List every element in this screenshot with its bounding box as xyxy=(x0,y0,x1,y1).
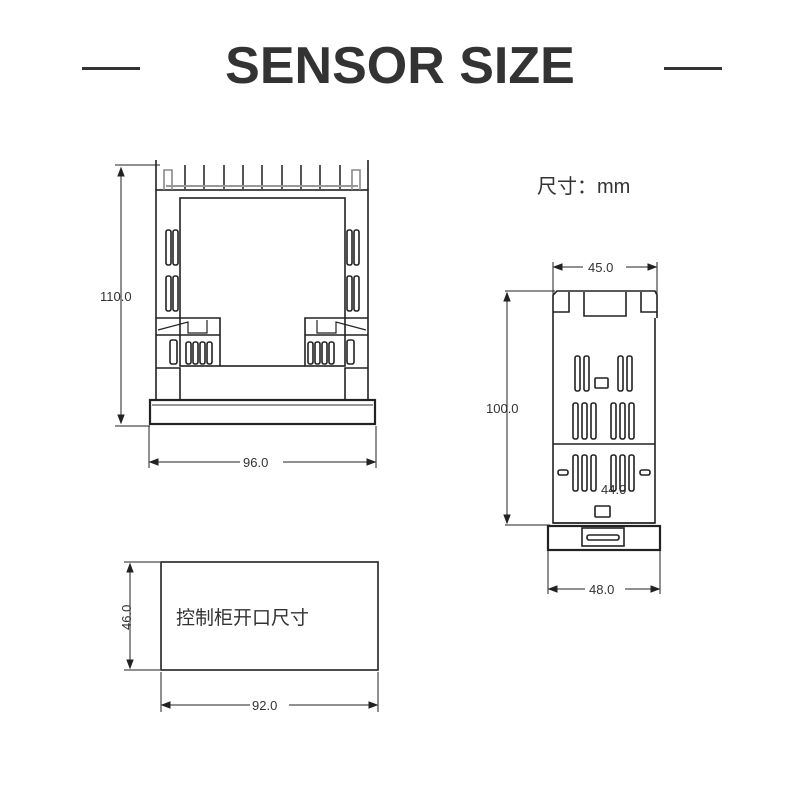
cutout-height-dimension xyxy=(124,561,160,671)
side-height-label: 100.0 xyxy=(486,401,519,416)
page-title: SENSOR SIZE xyxy=(225,37,575,95)
cutout-label: 控制柜开口尺寸 xyxy=(176,607,309,629)
front-height-dimension xyxy=(115,164,160,427)
side-height-dimension xyxy=(503,290,555,526)
cutout-width-dimension xyxy=(160,672,379,712)
terminal-pins xyxy=(166,165,358,190)
cutout-height-label: 46.0 xyxy=(119,605,134,630)
title-dash-left xyxy=(82,67,140,70)
side-top-width-label: 45.0 xyxy=(588,260,613,275)
side-top-dimension xyxy=(552,262,658,294)
front-height-label: 110.0 xyxy=(100,289,132,304)
front-width-label: 96.0 xyxy=(243,455,268,470)
side-view xyxy=(546,290,662,552)
cutout-view xyxy=(160,561,379,671)
unit-label: 尺寸：mm xyxy=(537,175,630,198)
title-dash-right xyxy=(664,67,722,70)
side-bottom-width-label: 48.0 xyxy=(589,582,614,597)
front-width-dimension xyxy=(148,426,377,468)
cutout-width-label: 92.0 xyxy=(252,698,277,713)
front-view xyxy=(148,160,377,426)
side-bottom-dimension xyxy=(547,550,661,594)
side-inner-label: 44.0 xyxy=(601,482,626,497)
